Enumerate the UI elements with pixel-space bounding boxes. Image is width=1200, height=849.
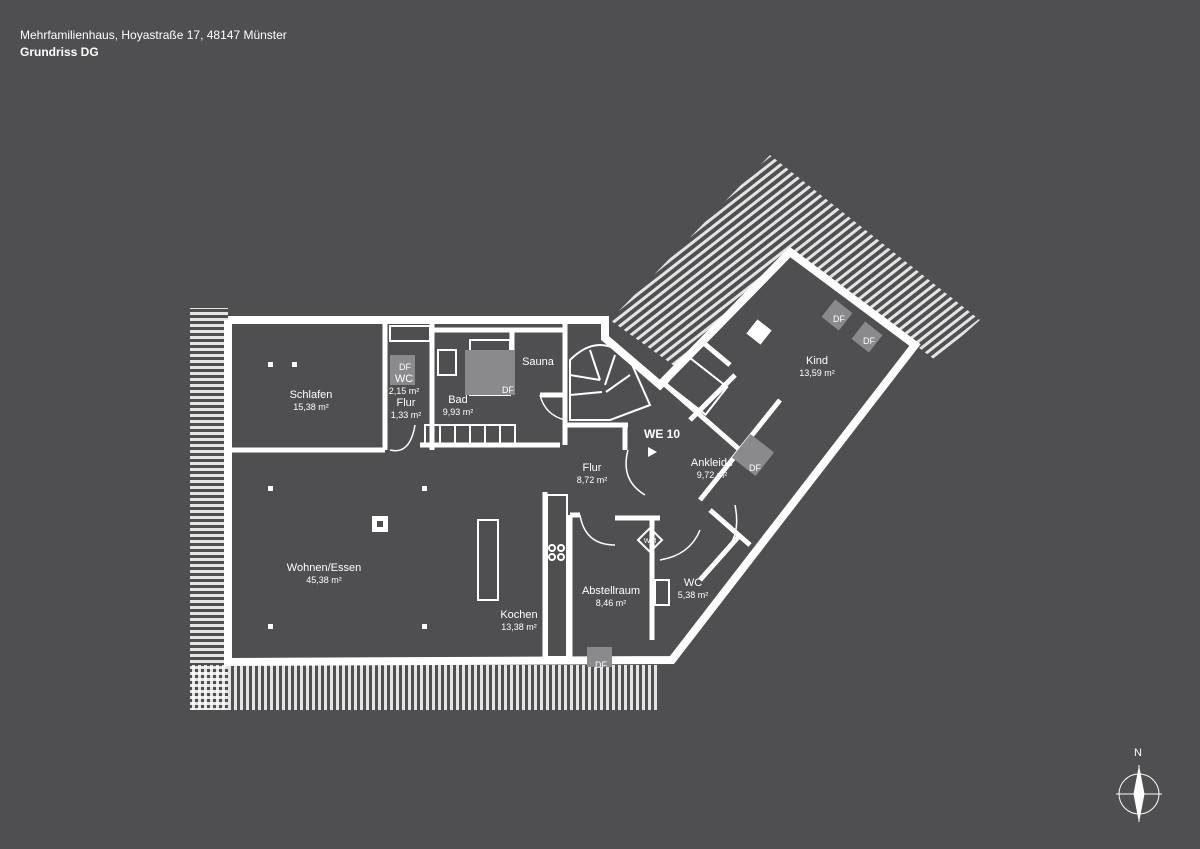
plan-title: Mehrfamilienhaus, Hoyastraße 17, 48147 M… [20,28,287,42]
entrance-arrow-icon [648,447,657,457]
plan-subtitle: Grundriss DG [20,45,99,59]
door-swings [389,394,738,561]
room-sauna: Sauna [522,356,554,368]
washing-machine-label: WM [643,538,657,545]
skylight-label: DF [502,385,514,395]
skylight-label: DF [833,314,845,324]
plan-header: Mehrfamilienhaus, Hoyastraße 17, 48147 M… [20,27,287,61]
staircase [424,344,729,446]
skylight-label: DF [399,362,411,372]
compass-icon [1116,765,1162,822]
compass-north-label: N [1134,747,1142,759]
roof-edge-wing [610,155,980,370]
outer-walls [224,246,921,667]
skylight-label: DF [749,463,761,473]
skylights [390,299,883,667]
unit-label: WE 10 [643,427,681,441]
skylight-label: DF [595,660,607,670]
roof-edge-bottom [190,665,660,710]
roof-edge-left [190,308,228,710]
skylight-label: DF [863,336,875,346]
